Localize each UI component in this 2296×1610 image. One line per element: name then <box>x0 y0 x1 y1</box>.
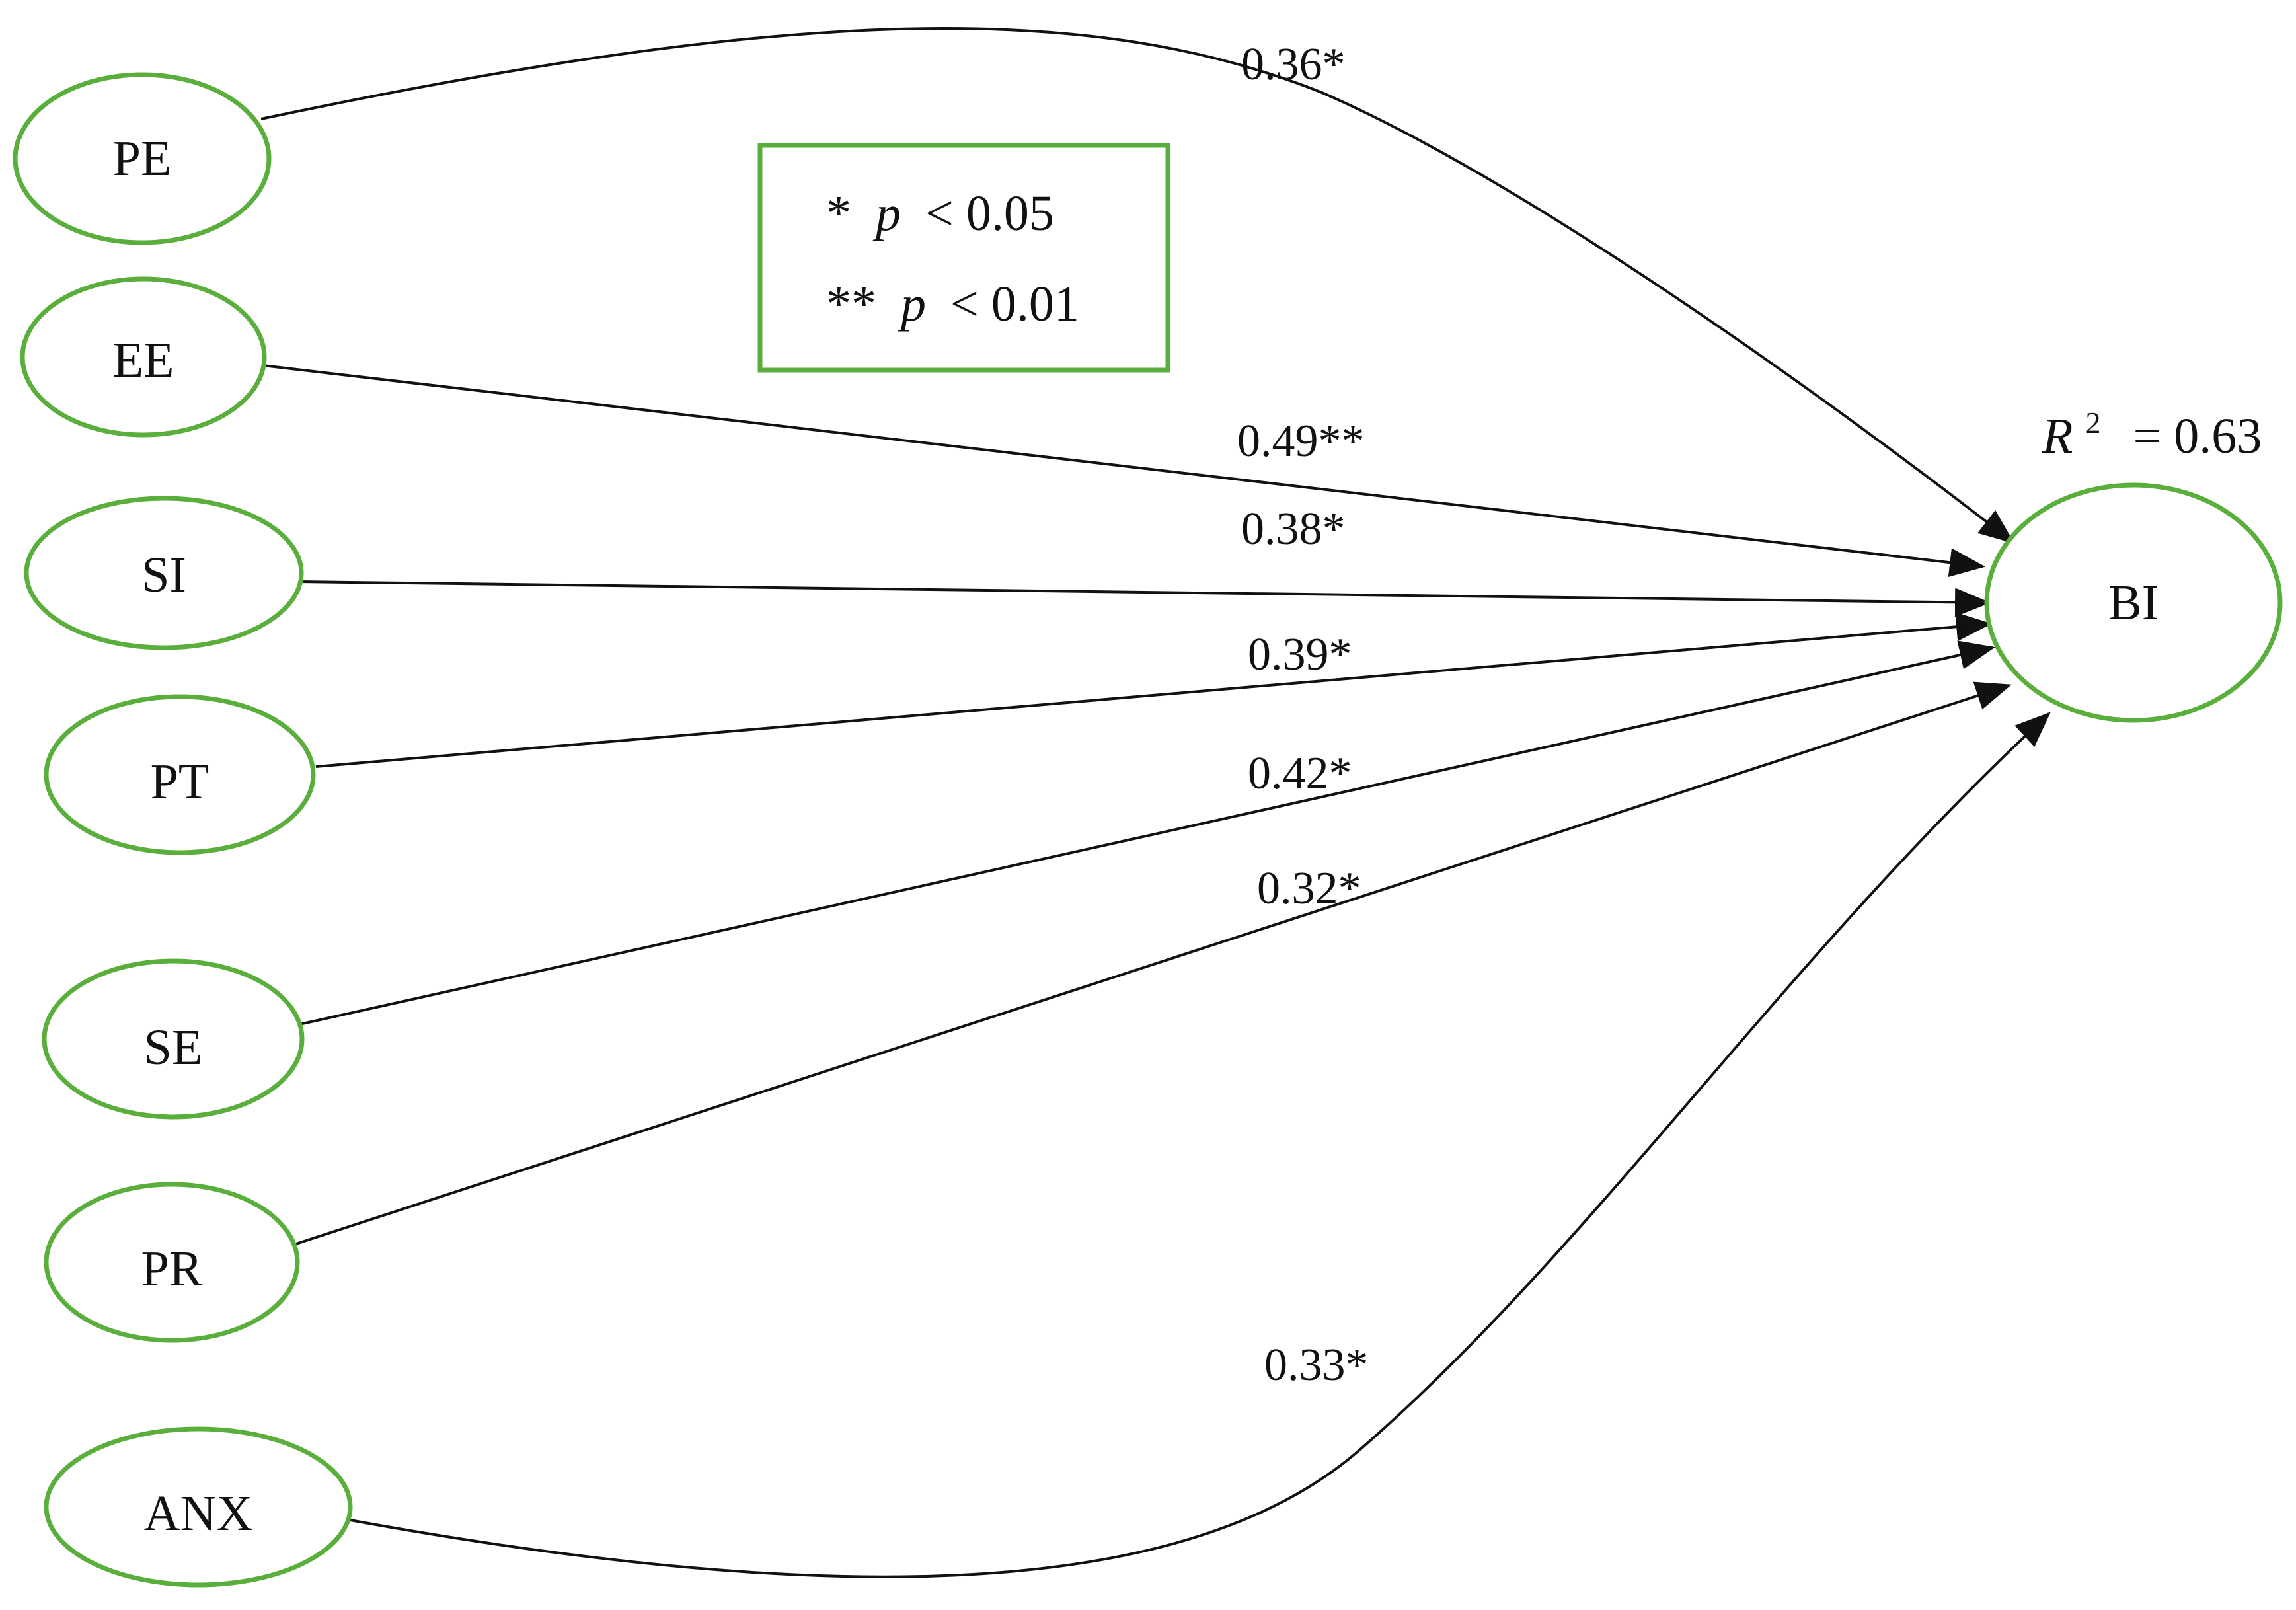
r-squared-value: = 0.63 <box>2133 408 2262 464</box>
coef-pr-bi: 0.32* <box>1257 863 1361 914</box>
node-pe-label: PE <box>113 131 172 186</box>
r-squared-label: R 2 = 0.63 <box>2042 389 2262 464</box>
node-ee: EE <box>20 276 267 438</box>
arrow-ee-to-bi <box>262 364 1985 578</box>
path-arrows <box>260 26 2051 1578</box>
node-pt: PT <box>44 694 316 855</box>
node-pe: PE <box>13 72 272 245</box>
r-squared-exponent: 2 <box>2085 406 2100 440</box>
arrow-pt-to-bi <box>315 612 1992 768</box>
coef-pe-bi: 0.36* <box>1241 39 1346 90</box>
node-anx: ANX <box>44 1426 353 1588</box>
coef-anx-bi: 0.33* <box>1264 1340 1369 1391</box>
node-pr-label: PR <box>141 1241 203 1297</box>
node-bi-label: BI <box>2108 575 2159 631</box>
construct-nodes: PE EE SI PT SE PR ANX BI <box>13 72 2283 1588</box>
arrow-se-to-bi <box>299 640 1995 1026</box>
coef-pt-bi: 0.39* <box>1248 629 1352 680</box>
node-si: SI <box>24 496 304 650</box>
legend-row1-p: p <box>872 186 901 241</box>
coef-se-bi: 0.42* <box>1248 748 1352 799</box>
legend-row-p05: * p < 0.05 <box>826 186 1054 241</box>
node-se-label: SE <box>144 1020 203 1075</box>
coef-si-bi: 0.38* <box>1241 504 1346 555</box>
arrow-pr-to-bi <box>295 681 2012 1245</box>
legend-row2-threshold: < 0.01 <box>950 276 1079 332</box>
legend-row2-p: p <box>898 276 926 332</box>
legend-row-p01: ** p < 0.01 <box>826 276 1079 332</box>
legend-row1-threshold: < 0.05 <box>925 186 1054 241</box>
legend-row1-stars: * <box>826 186 851 241</box>
node-bi: BI <box>1984 482 2283 723</box>
node-ee-label: EE <box>113 332 174 388</box>
coef-ee-bi: 0.49** <box>1237 416 1365 467</box>
r-squared-symbol: R <box>2042 408 2073 464</box>
node-pt-label: PT <box>151 754 210 810</box>
node-anx-label: ANX <box>144 1486 253 1541</box>
arrow-pe-to-bi <box>260 26 2015 544</box>
node-si-label: SI <box>141 547 186 603</box>
arrow-si-to-bi <box>299 580 1991 617</box>
arrow-anx-to-bi <box>350 712 2051 1578</box>
legend-row2-stars: ** <box>826 276 876 332</box>
significance-legend: * p < 0.05 ** p < 0.01 <box>757 143 1170 373</box>
legend-frame <box>757 143 1170 373</box>
node-se: SE <box>42 958 305 1120</box>
path-coefficients: 0.36* 0.49** 0.38* 0.39* 0.42* 0.32* 0.3… <box>1237 39 1369 1391</box>
node-pr: PR <box>44 1182 300 1343</box>
